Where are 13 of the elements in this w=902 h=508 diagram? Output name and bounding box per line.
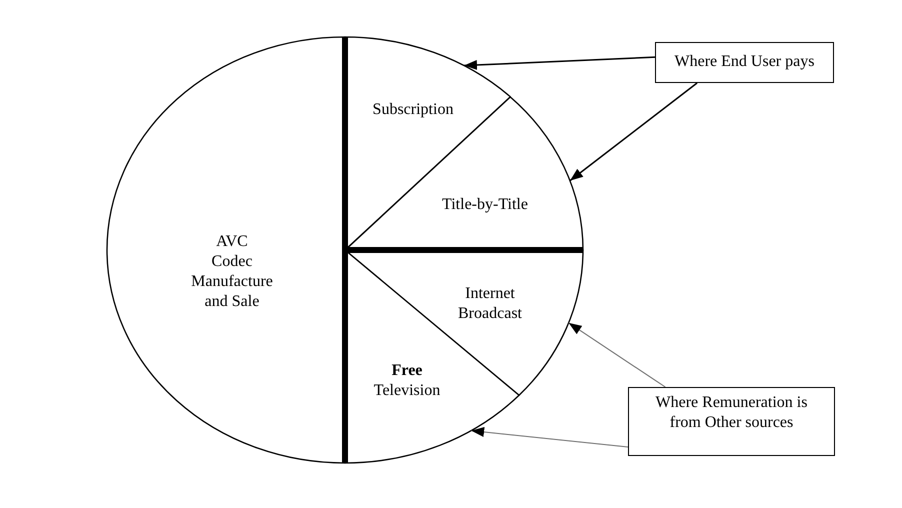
callout-box — [655, 42, 834, 83]
sector-label: Subscription — [372, 100, 454, 120]
arrow — [570, 82, 698, 182]
arrow — [568, 322, 666, 388]
callout-box — [628, 387, 835, 456]
callout-text: Where End User pays — [674, 52, 814, 72]
sector-label: Title-by-Title — [442, 194, 528, 215]
sector-label: Free Television — [374, 361, 440, 401]
arrow — [471, 427, 628, 448]
arrow — [464, 56, 656, 70]
callout-text: Where Remuneration is from Other sources — [656, 393, 808, 433]
sector-label: Internet Broadcast — [458, 284, 522, 324]
sector-label: AVC Codec Manufacture and Sale — [191, 232, 273, 312]
